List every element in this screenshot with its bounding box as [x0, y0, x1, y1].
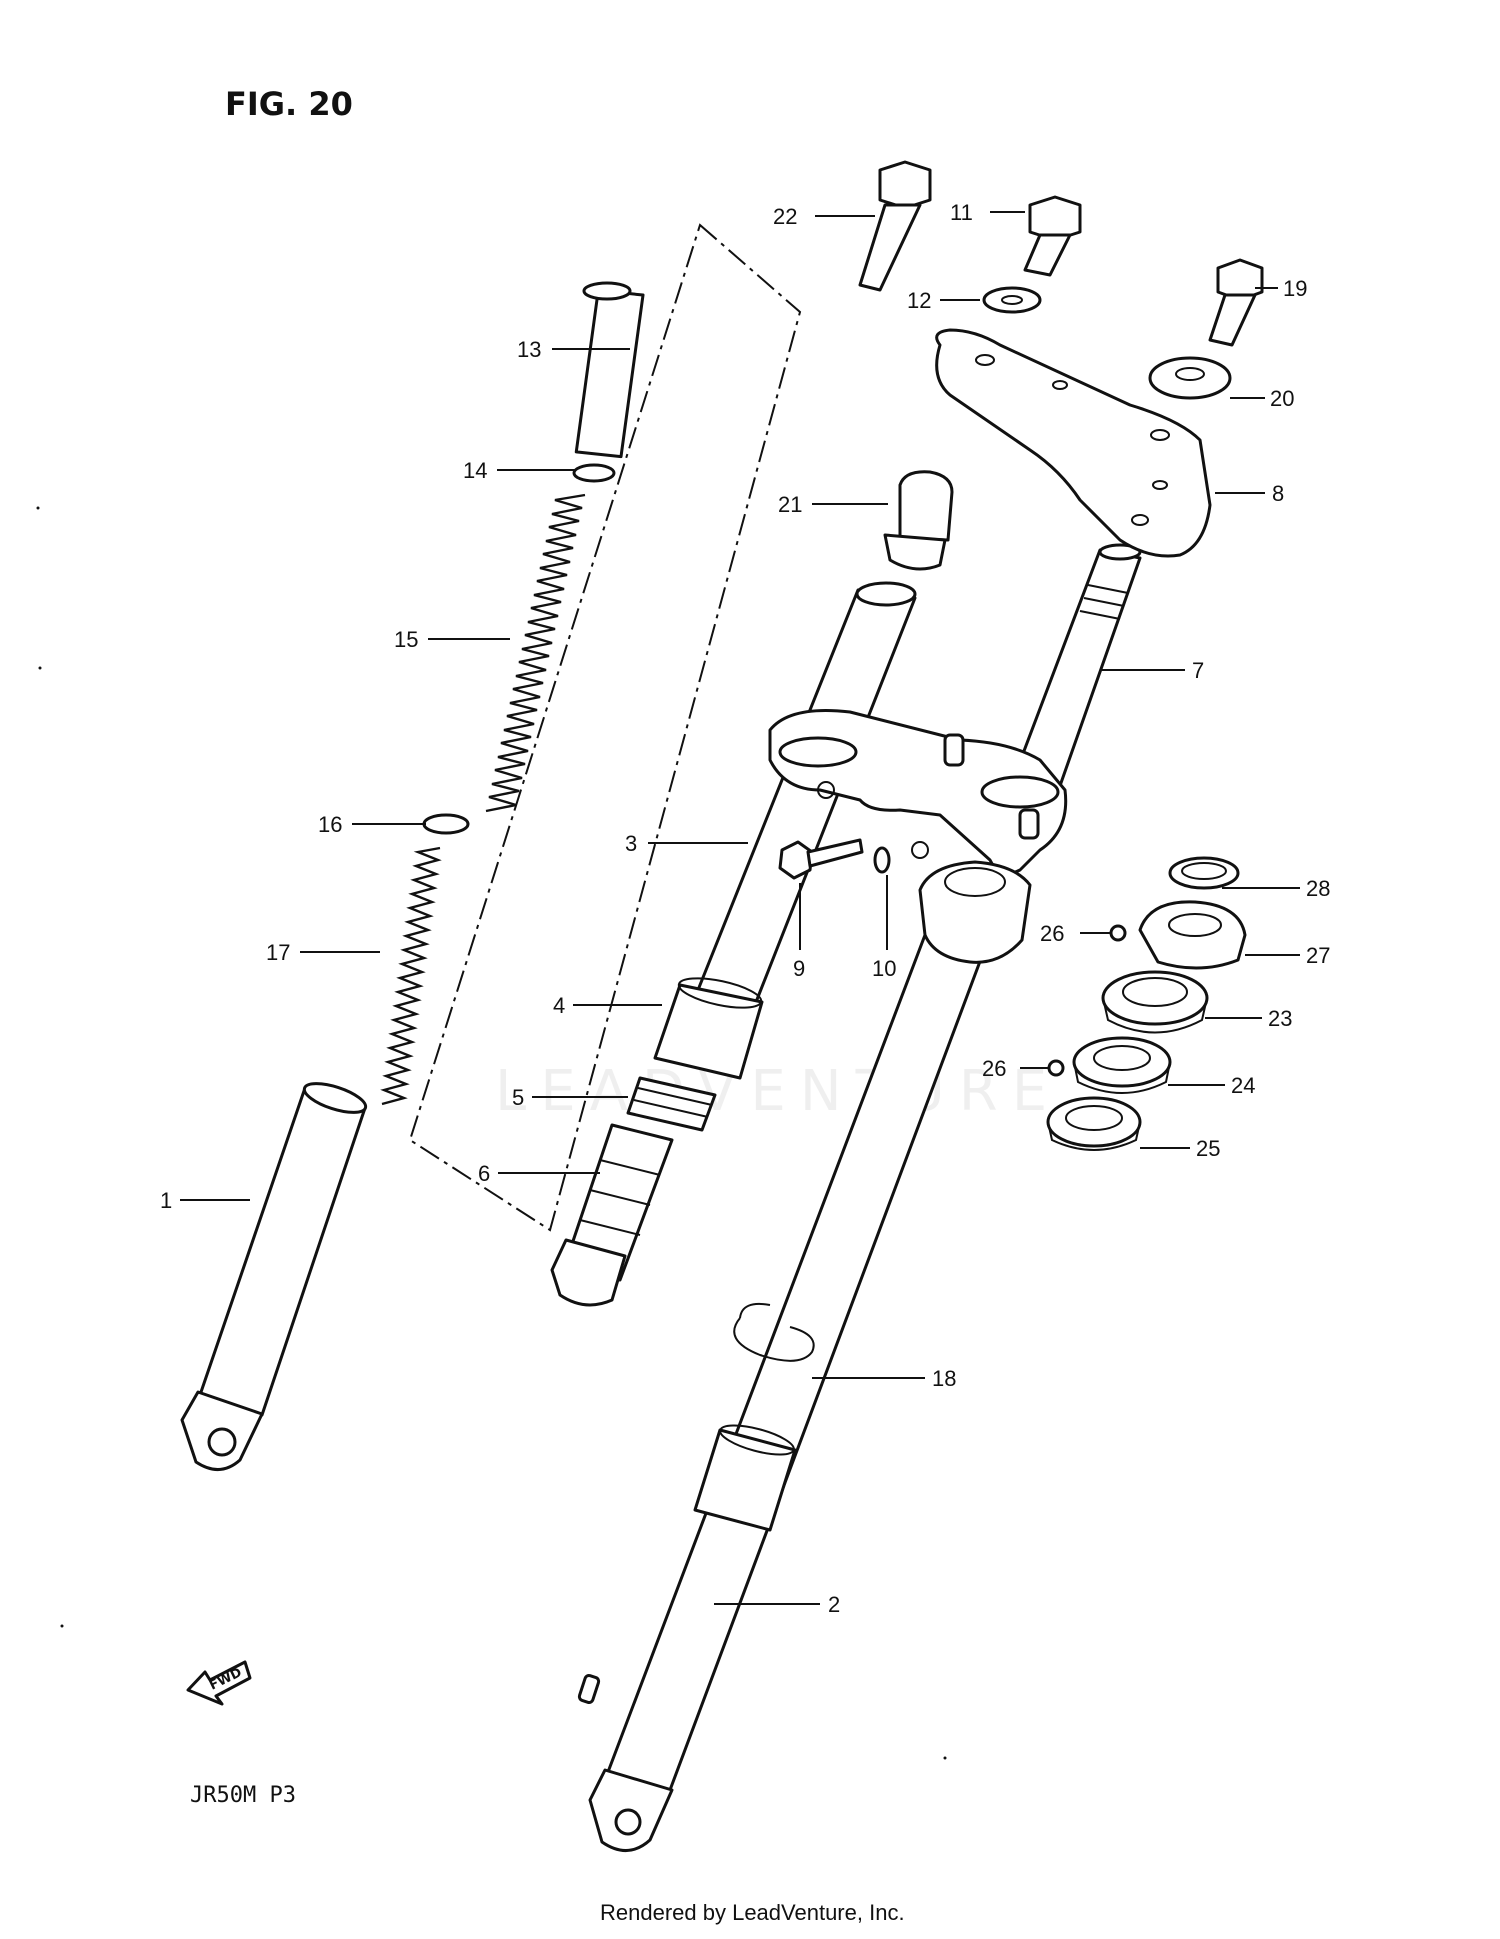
callout-26-lower[interactable]: 26	[982, 1056, 1006, 1081]
part-10-washer[interactable]	[873, 846, 891, 874]
callout-22[interactable]: 22	[773, 204, 797, 229]
footer-credit: Rendered by LeadVenture, Inc.	[600, 1900, 905, 1925]
part-24-bearing-race[interactable]	[1072, 1036, 1172, 1094]
callout-20[interactable]: 20	[1270, 386, 1294, 411]
part-25-dust-seal[interactable]	[1046, 1096, 1142, 1151]
callout-24[interactable]: 24	[1231, 1073, 1255, 1098]
callout-14[interactable]: 14	[463, 458, 487, 483]
callout-26-upper[interactable]: 26	[1040, 921, 1064, 946]
forward-direction-arrow: FWD	[186, 1660, 252, 1706]
callout-13[interactable]: 13	[517, 337, 541, 362]
part-26-steel-ball-lower[interactable]	[1047, 1059, 1065, 1077]
part-28-lock-washer[interactable]	[1168, 856, 1240, 890]
part-5-oil-seal[interactable]	[626, 1076, 717, 1132]
part-26-steel-ball[interactable]	[1109, 924, 1127, 942]
callout-17[interactable]: 17	[266, 940, 290, 965]
callout-8[interactable]: 8	[1272, 481, 1284, 506]
scan-dots	[36, 506, 947, 1760]
part-6-damper-rod[interactable]	[550, 1123, 674, 1307]
figure-title: FIG. 20	[225, 85, 353, 123]
part-15-fork-spring[interactable]	[485, 493, 586, 813]
inner-parts-frame	[408, 223, 802, 1232]
watermark: LEADVENTURE	[495, 1059, 1061, 1124]
part-1-fork-bottom-case[interactable]	[180, 1078, 369, 1471]
callout-6[interactable]: 6	[478, 1161, 490, 1186]
callout-18[interactable]: 18	[932, 1366, 956, 1391]
model-code: JR50M P3	[190, 1783, 296, 1808]
callout-15[interactable]: 15	[394, 627, 418, 652]
part-22-bolt[interactable]	[858, 160, 932, 292]
part-14-washer[interactable]	[572, 463, 616, 483]
part-7-steering-stem[interactable]	[768, 543, 1142, 964]
callout-23[interactable]: 23	[1268, 1006, 1292, 1031]
part-23-bearing-race[interactable]	[1101, 970, 1209, 1034]
part-4-sleeve[interactable]	[653, 973, 764, 1080]
part-27-steering-nut[interactable]	[1138, 900, 1247, 970]
callout-12[interactable]: 12	[907, 288, 931, 313]
part-12-washer[interactable]	[982, 286, 1042, 314]
callout-19[interactable]: 19	[1283, 276, 1307, 301]
part-8-upper-bracket[interactable]	[935, 328, 1212, 558]
callout-4[interactable]: 4	[553, 993, 565, 1018]
part-16-washer[interactable]	[422, 813, 470, 835]
callout-7[interactable]: 7	[1192, 658, 1204, 683]
callout-21[interactable]: 21	[778, 492, 802, 517]
callout-27[interactable]: 27	[1306, 943, 1330, 968]
callout-9[interactable]: 9	[793, 956, 805, 981]
callout-25[interactable]: 25	[1196, 1136, 1220, 1161]
leader-lines	[180, 211, 1300, 1605]
part-20-washer[interactable]	[1148, 356, 1232, 400]
callout-1[interactable]: 1	[160, 1188, 172, 1213]
callout-28[interactable]: 28	[1306, 876, 1330, 901]
part-21-cap[interactable]	[883, 470, 954, 571]
callout-11[interactable]: 11	[950, 200, 973, 225]
callout-labels: 22 11 12 19 20 8 21 7 13 14 15 16 17 1 3…	[160, 200, 1330, 1617]
callout-5[interactable]: 5	[512, 1085, 524, 1110]
callout-10[interactable]: 10	[872, 956, 896, 981]
part-11-bolt[interactable]	[1023, 195, 1082, 277]
part-18-clip[interactable]	[733, 1302, 815, 1362]
part-17-fork-spring[interactable]	[380, 846, 442, 1106]
callout-3[interactable]: 3	[625, 831, 637, 856]
callout-16[interactable]: 16	[318, 812, 342, 837]
part-13-fork-tube-cap[interactable]	[574, 281, 645, 459]
part-19-bolt[interactable]	[1208, 258, 1264, 347]
callout-2[interactable]: 2	[828, 1592, 840, 1617]
part-9-pinch-bolt[interactable]	[778, 838, 864, 880]
